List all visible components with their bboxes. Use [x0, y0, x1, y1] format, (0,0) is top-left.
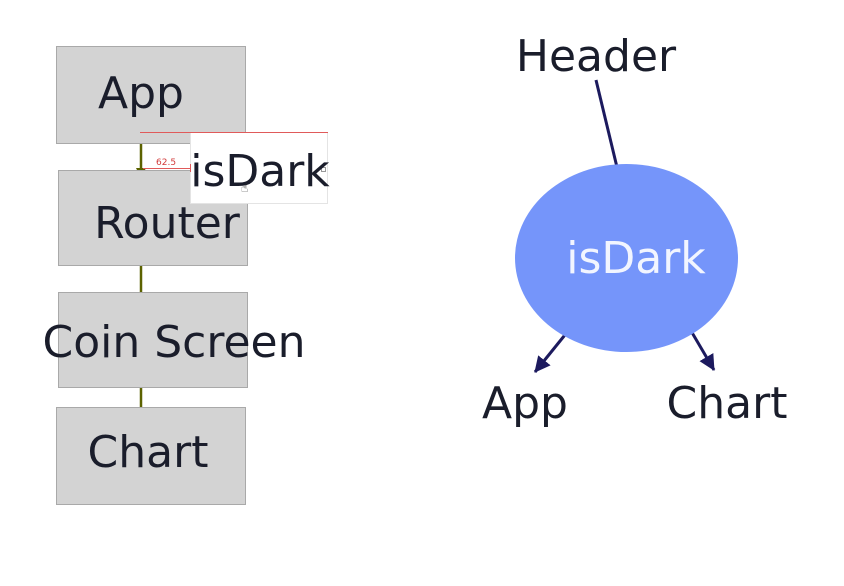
isdark-state-label: isDark	[566, 233, 706, 284]
router-node-label: Router	[94, 198, 240, 249]
resize-handle[interactable]	[321, 167, 326, 172]
chart-node	[56, 407, 246, 505]
measure-value: 62.5	[156, 158, 177, 168]
coin-screen-node-label: Coin Screen	[42, 317, 306, 368]
hand-pointer-icon: ☝	[241, 181, 249, 195]
coin-screen-node	[58, 292, 248, 388]
measure-line	[143, 168, 191, 169]
chart-node-label: Chart	[87, 427, 209, 478]
app-node-label: App	[98, 68, 184, 119]
chart-consumer-label: Chart	[666, 378, 788, 429]
measure-tick	[190, 164, 191, 172]
isdark-overlay-label: isDark	[190, 146, 330, 197]
isdark-state-ellipse	[515, 164, 738, 352]
isdark-overlay-chip[interactable]	[190, 132, 328, 204]
guide-line-horizontal	[140, 132, 328, 133]
header-label: Header	[515, 31, 677, 82]
app-consumer-label: App	[482, 378, 568, 429]
app-node	[56, 46, 246, 144]
